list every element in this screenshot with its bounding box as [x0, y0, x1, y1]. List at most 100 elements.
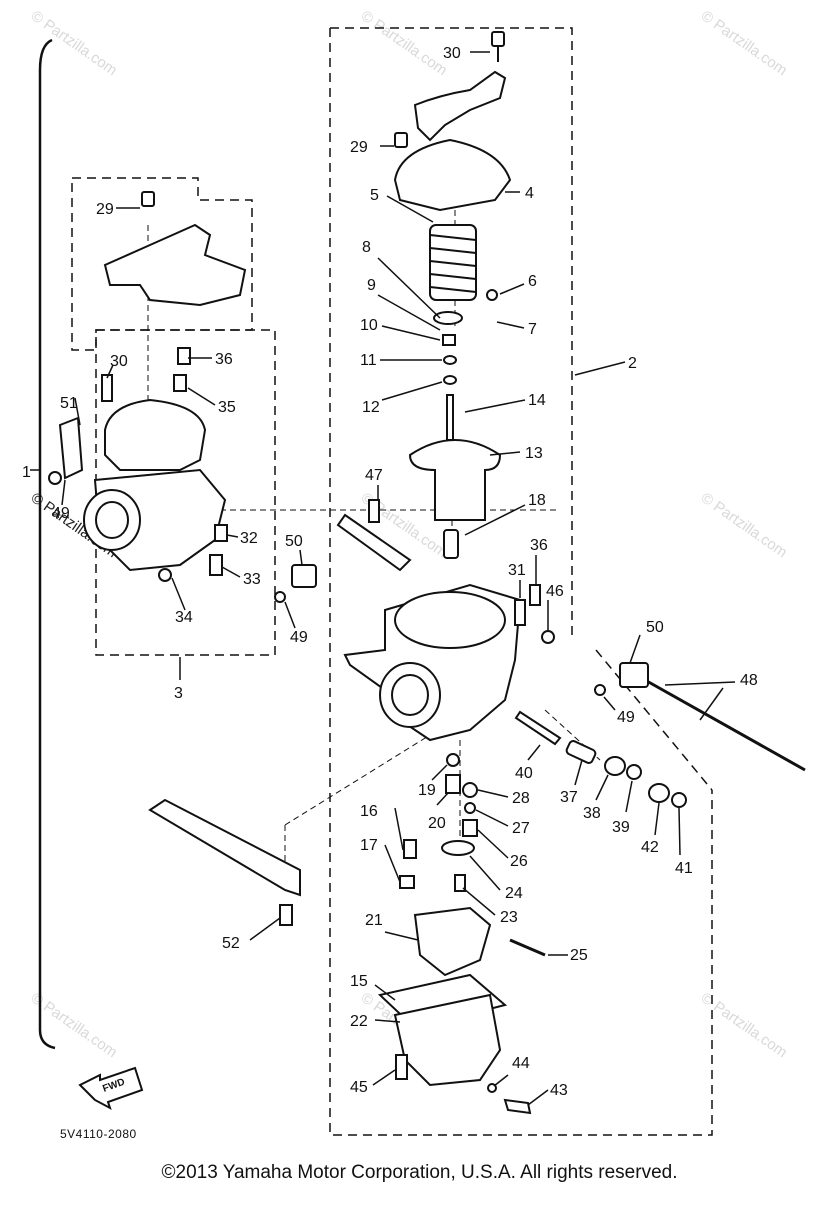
callout-7: 7 [528, 321, 537, 338]
callout-46: 46 [546, 583, 564, 600]
callout-30: 30 [443, 45, 461, 62]
screw-45 [395, 1054, 408, 1080]
callout-49: 49 [617, 709, 635, 726]
screw-36-left [177, 347, 191, 365]
group-box-2 [330, 27, 573, 640]
callout-50-left: 50 [285, 533, 303, 550]
callout-28: 28 [512, 790, 530, 807]
callout-29: 29 [350, 139, 368, 156]
float [413, 906, 492, 977]
callout-47: 47 [365, 467, 383, 484]
callout-2: 2 [628, 355, 637, 372]
group-boxes [71, 27, 713, 1136]
screw-34 [158, 568, 172, 582]
screw-49-mid [274, 591, 286, 603]
jet-20 [445, 774, 461, 794]
callout-39: 39 [612, 819, 630, 836]
screw-49-right [594, 684, 606, 696]
clip-11 [443, 355, 457, 365]
callout-4: 4 [525, 185, 534, 202]
spring [429, 224, 477, 301]
screw-31 [514, 599, 526, 626]
fuel-pipe [336, 513, 412, 572]
part-28 [462, 782, 478, 798]
group-box-right-edge [595, 649, 713, 791]
plug-17 [399, 875, 415, 889]
screw-29 [394, 132, 408, 148]
fwd-arrow: FWD [78, 1066, 144, 1111]
callout-9: 9 [367, 277, 376, 294]
callout-27: 27 [512, 820, 530, 837]
screw-46 [541, 630, 555, 644]
plug-16 [403, 839, 417, 859]
lever-plate [413, 70, 507, 142]
screw-52 [279, 904, 293, 926]
part-38 [604, 756, 626, 776]
jet-needle [446, 394, 454, 441]
callout-5: 5 [370, 187, 379, 204]
screw-33 [209, 554, 223, 576]
intake-bore-inner [391, 674, 429, 716]
callout-1: 1 [22, 464, 31, 481]
watermark: © Partzilla.com [28, 7, 121, 79]
jet-19 [446, 753, 460, 767]
callout-19: 19 [418, 782, 436, 799]
spring-37 [565, 740, 597, 764]
callout-16: 16 [360, 803, 378, 820]
screw-6 [486, 289, 498, 301]
needle-jet [443, 529, 459, 559]
callout-49-left: 49 [52, 505, 70, 522]
callout-23: 23 [500, 909, 518, 926]
callout-38: 38 [583, 805, 601, 822]
callout-41: 41 [675, 860, 693, 877]
callout-31: 31 [508, 562, 526, 579]
callout-42: 42 [641, 839, 659, 856]
callout-49-mid: 49 [290, 629, 308, 646]
callout-44: 44 [512, 1055, 530, 1072]
callout-33: 33 [243, 571, 261, 588]
callout-52: 52 [222, 935, 240, 952]
screw-29-left [141, 191, 155, 207]
screw-30-left [101, 374, 113, 402]
rod-joint-right [619, 662, 649, 688]
callout-36-left: 36 [215, 351, 233, 368]
throttle-screw [514, 710, 562, 746]
watermark: © Partzilla.com [28, 989, 121, 1061]
left-carb-parts [48, 191, 317, 603]
callout-50: 50 [646, 619, 664, 636]
left-lever-51 [58, 416, 84, 480]
callout-48: 48 [740, 672, 758, 689]
diaphragm-cover [393, 138, 512, 212]
callout-51: 51 [60, 395, 78, 412]
callout-21: 21 [365, 912, 383, 929]
callout-36: 36 [530, 537, 548, 554]
float-pin [509, 938, 546, 957]
piston-diaphragm [408, 439, 502, 521]
callout-labels: 30 29 4 5 6 7 8 9 10 11 12 14 13 18 2 47… [22, 45, 758, 1099]
callout-34: 34 [175, 609, 193, 626]
callout-11: 11 [360, 352, 377, 369]
watermark: © Partzilla.com [358, 7, 451, 79]
screw-23 [454, 874, 466, 892]
part-41 [671, 792, 687, 808]
needle-seat [433, 311, 463, 325]
link-rod [644, 678, 806, 772]
screw-35 [173, 374, 187, 392]
drain-screw-43 [503, 1098, 532, 1115]
screw-30 [491, 31, 505, 47]
callout-13: 13 [525, 445, 543, 462]
part-27 [464, 802, 476, 814]
screw-49-left [48, 471, 62, 485]
callout-29-left: 29 [96, 201, 114, 218]
callout-26: 26 [510, 853, 528, 870]
callout-30-left: 30 [110, 353, 128, 370]
callout-3: 3 [174, 685, 183, 702]
callout-43: 43 [550, 1082, 568, 1099]
callout-22: 22 [350, 1013, 368, 1030]
right-carb-parts [148, 31, 806, 1115]
callout-45: 45 [350, 1079, 368, 1096]
callout-10: 10 [360, 317, 378, 334]
left-intake-bore-inner [95, 501, 129, 539]
